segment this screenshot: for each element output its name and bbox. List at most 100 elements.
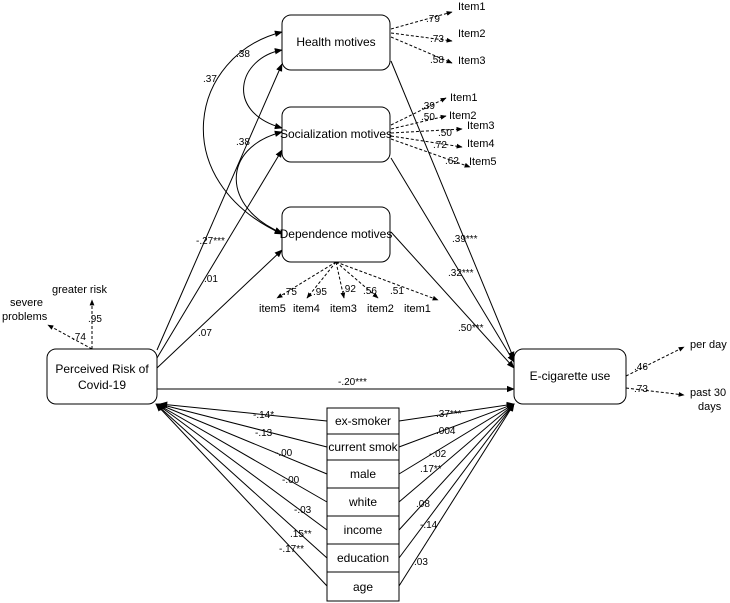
dep-item1-arrow [335, 261, 439, 301]
path-risk-dependence [156, 249, 283, 369]
risk-indicator-arrows [47, 299, 95, 350]
path-currentsmok-ecig [398, 403, 515, 448]
covariate-box-currentsmok [326, 433, 400, 461]
soc-item1-label: Item1 [450, 92, 478, 104]
corr-health-dependence [202, 30, 283, 235]
dep-item5-arrow [276, 261, 337, 299]
soc-item5-arrow [390, 138, 471, 168]
ecig-past30-label-line1: past 30 [690, 387, 726, 399]
coef-risk-ecig: -.20*** [338, 377, 367, 388]
dep-item4-label: item4 [293, 303, 320, 315]
path-income-ecig [398, 403, 515, 531]
path-age-risk [155, 403, 328, 587]
soc-item2-arrow [390, 114, 447, 130]
coef-health-ecig: .39*** [452, 234, 478, 245]
coef-age-risk: -.17** [279, 544, 304, 555]
ecig-past30-loading: .73 [634, 384, 648, 395]
dep-item3-loading: .92 [342, 284, 356, 295]
covariate-box-income [326, 515, 400, 545]
dep-item4-arrow [306, 261, 337, 299]
ecig-use-node: E-cigarette use [513, 348, 627, 405]
coef-white-risk: -.00 [282, 475, 300, 486]
dep-item1-label: item1 [404, 303, 431, 315]
coef-risk-socialization: .01 [204, 274, 218, 285]
soc-item2-label: Item2 [449, 110, 477, 122]
corr-socialization-dependence [235, 130, 283, 234]
covariate-currentsmok: current smok [328, 440, 398, 454]
path-exsmoker-risk [159, 401, 328, 422]
perceived-risk-label-line1: Perceived Risk of [55, 362, 149, 376]
coef-exsmoker-risk: -.14* [253, 410, 274, 421]
health-item1-loading: .79 [426, 14, 440, 25]
perceived-risk-label-line2: Covid-19 [78, 378, 126, 392]
coef-white-ecig: .17** [420, 464, 442, 475]
risk-severe-label-line1: severe [10, 297, 43, 309]
covariate-box-age [326, 571, 400, 602]
path-currentsmok-risk [158, 402, 328, 448]
coef-currentsmok-risk: -.13 [255, 428, 273, 439]
dep-item2-label: item2 [367, 303, 394, 315]
coef-currentsmok-ecig: .004 [436, 426, 456, 437]
soc-item4-loading: .72 [433, 140, 447, 151]
coef-age-ecig: .03 [414, 557, 428, 568]
covariate-education: education [337, 551, 389, 565]
health-indicator-arrows [390, 11, 453, 64]
dependence-indicator-arrows [276, 261, 439, 301]
path-socialization-ecig [390, 157, 515, 363]
soc-item1-loading: .39 [421, 101, 435, 112]
health-item3-label: Item3 [458, 55, 486, 67]
covariate-income: income [344, 523, 383, 537]
risk-severe-label-line2: problems [2, 311, 48, 323]
health-item2-arrow [390, 32, 453, 43]
socialization-motives-node: Socialization motives [280, 106, 392, 163]
covariate-exsmoker: ex-smoker [335, 414, 391, 428]
coef-socialization-ecig: .32*** [448, 268, 474, 279]
coef-male-risk: -.00 [275, 448, 293, 459]
path-male-ecig [398, 403, 515, 475]
dependence-motives-node: Dependence motives [280, 206, 392, 263]
coef-exsmoker-ecig: .37*** [436, 409, 462, 420]
health-item3-arrow [390, 36, 453, 64]
risk-greater-loading: .95 [88, 314, 102, 325]
covariate-age: age [353, 580, 373, 594]
perceived-risk-node: Perceived Risk of Covid-19 [46, 348, 158, 405]
covariate-paths [155, 401, 515, 587]
covariates-column: ex-smoker current smok male white income… [326, 407, 400, 602]
covariate-box-white [326, 487, 400, 517]
coef-dependence-ecig: .50*** [458, 323, 484, 334]
coef-education-risk: .15** [290, 529, 312, 540]
coef-male-ecig: -.02 [429, 449, 447, 460]
health-item3-loading: .58 [430, 55, 444, 66]
path-white-ecig [398, 403, 515, 503]
ecig-perday-arrow [625, 346, 685, 377]
ecig-indicator-arrows [625, 346, 685, 397]
socialization-indicator-arrows [390, 97, 471, 168]
health-item2-label: Item2 [458, 28, 486, 40]
dep-item1-loading: .51 [390, 286, 404, 297]
dep-item5-loading: .75 [283, 287, 297, 298]
corr-socialization-dependence-label: .38 [236, 137, 250, 148]
soc-item4-label: Item4 [467, 138, 495, 150]
coef-risk-dependence: .07 [198, 328, 212, 339]
ecig-perday-label: per day [690, 339, 727, 351]
risk-severe-arrow [47, 324, 93, 350]
dep-item5-label: item5 [259, 303, 286, 315]
dep-item4-loading: .95 [313, 287, 327, 298]
path-exsmoker-ecig [398, 401, 515, 422]
soc-item3-loading: .50 [438, 128, 452, 139]
corr-health-socialization [243, 48, 283, 130]
health-motives-label: Health motives [296, 35, 375, 49]
soc-item5-label: Item5 [469, 156, 497, 168]
ecig-perday-loading: .46 [634, 362, 648, 373]
soc-item4-arrow [390, 135, 463, 149]
path-education-ecig [398, 403, 515, 559]
ecig-past30-label-line2: days [698, 401, 722, 413]
coef-income-ecig: .08 [416, 499, 430, 510]
path-male-risk [157, 403, 328, 475]
path-age-ecig [398, 403, 515, 587]
dep-item3-label: item3 [330, 303, 357, 315]
risk-severe-loading: .74 [72, 332, 86, 343]
corr-health-dependence-label: .37 [203, 74, 217, 85]
path-education-risk [155, 403, 328, 559]
